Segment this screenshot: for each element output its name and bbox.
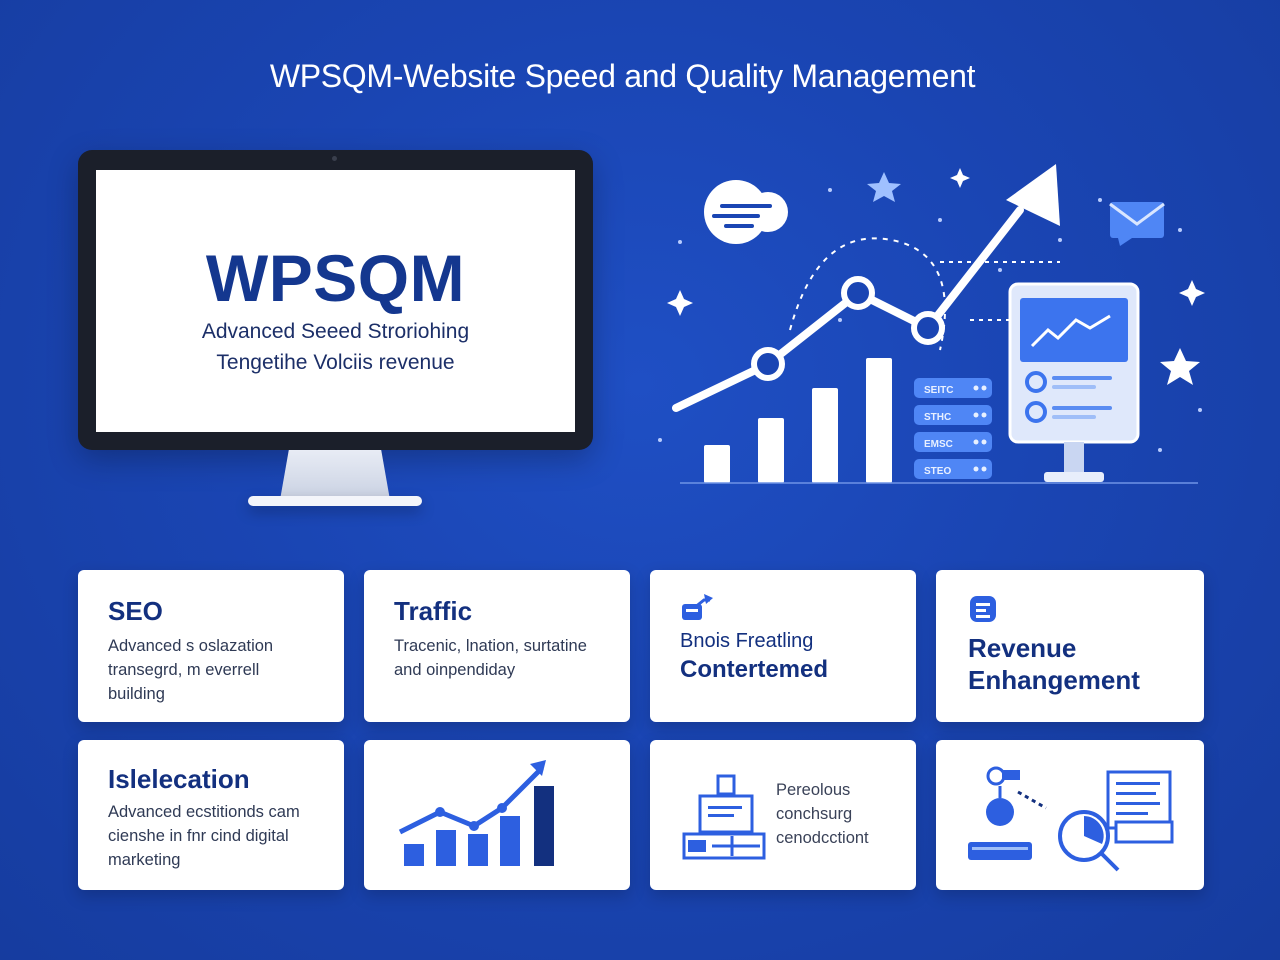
star-icon — [867, 172, 901, 202]
server-stack-icon: SEITC STHC EMSC STEO — [914, 378, 992, 479]
document-icon — [970, 596, 996, 622]
monitor-base — [248, 496, 422, 506]
cloud-icon — [704, 180, 788, 244]
server-label-3: EMSC — [924, 439, 953, 450]
monitor-stand — [280, 450, 390, 500]
card-heading-line-1: Bnois Freatling — [680, 630, 814, 652]
card-description: Pereolous conchsurg cenodcctiont — [776, 781, 869, 847]
star-icon — [1160, 348, 1200, 385]
brand-logo-text: WPSQM — [205, 241, 466, 315]
sparkle-icon — [667, 168, 1205, 316]
card-revenue[interactable]: Revenue Enhangement — [936, 570, 1204, 722]
trend-arrow-icon — [672, 164, 1060, 412]
card-documents[interactable]: Pereolous conchsurg cenodcctiont — [650, 740, 916, 890]
webcam-dot — [332, 156, 337, 161]
bar-chart-icon — [704, 358, 892, 483]
envelope-icon — [1109, 202, 1165, 246]
page-title: WPSQM-Website Speed and Quality Manageme… — [269, 58, 976, 94]
card-content[interactable]: Bnois Freatling Contertemed — [650, 570, 916, 722]
card-growth-chart[interactable] — [364, 740, 630, 890]
card-heading-line-1: Revenue — [968, 633, 1077, 663]
chart-up-icon — [682, 594, 713, 620]
analytics-pie-icon — [968, 766, 1174, 872]
documents-stack-icon — [682, 774, 766, 860]
card-heading: SEO — [108, 596, 163, 626]
card-description: Advanced ecstitionds cam cienshe in fnr … — [108, 803, 300, 869]
growth-illustration: SEITC STHC EMSC STEO — [658, 164, 1205, 484]
tagline-line-2: Tengetihe Volciis revenue — [216, 351, 455, 374]
card-traffic[interactable]: Traffic Tracenic, lnation, surtatine and… — [364, 570, 630, 722]
tagline-line-1: Advanced Seeed Stroriohing — [201, 320, 470, 343]
card-islelecation[interactable]: Islelecation Advanced ecstitionds cam ci… — [78, 740, 344, 890]
card-heading: Islelecation — [108, 764, 250, 794]
card-heading: Traffic — [394, 596, 473, 626]
monitor: WPSQM Advanced Seeed Stroriohing Tengeti… — [78, 150, 593, 450]
card-heading-line-2: Enhangement — [968, 665, 1140, 695]
card-heading-line-2: Contertemed — [680, 656, 829, 683]
card-analytics[interactable] — [936, 740, 1204, 890]
growth-bars-icon — [398, 760, 554, 866]
card-description: Tracenic, lnation, surtatine and oinpend… — [394, 637, 587, 679]
server-label-4: STEO — [924, 466, 951, 477]
card-seo[interactable]: SEO Advanced s oslazation transegrd, m e… — [78, 570, 344, 722]
card-description: Advanced s oslazation transegrd, m everr… — [108, 637, 274, 703]
server-label-1: SEITC — [924, 385, 953, 396]
server-label-2: STHC — [924, 412, 951, 423]
monitor-screen: WPSQM Advanced Seeed Stroriohing Tengeti… — [96, 170, 575, 432]
dashboard-kiosk-icon — [1008, 282, 1140, 482]
